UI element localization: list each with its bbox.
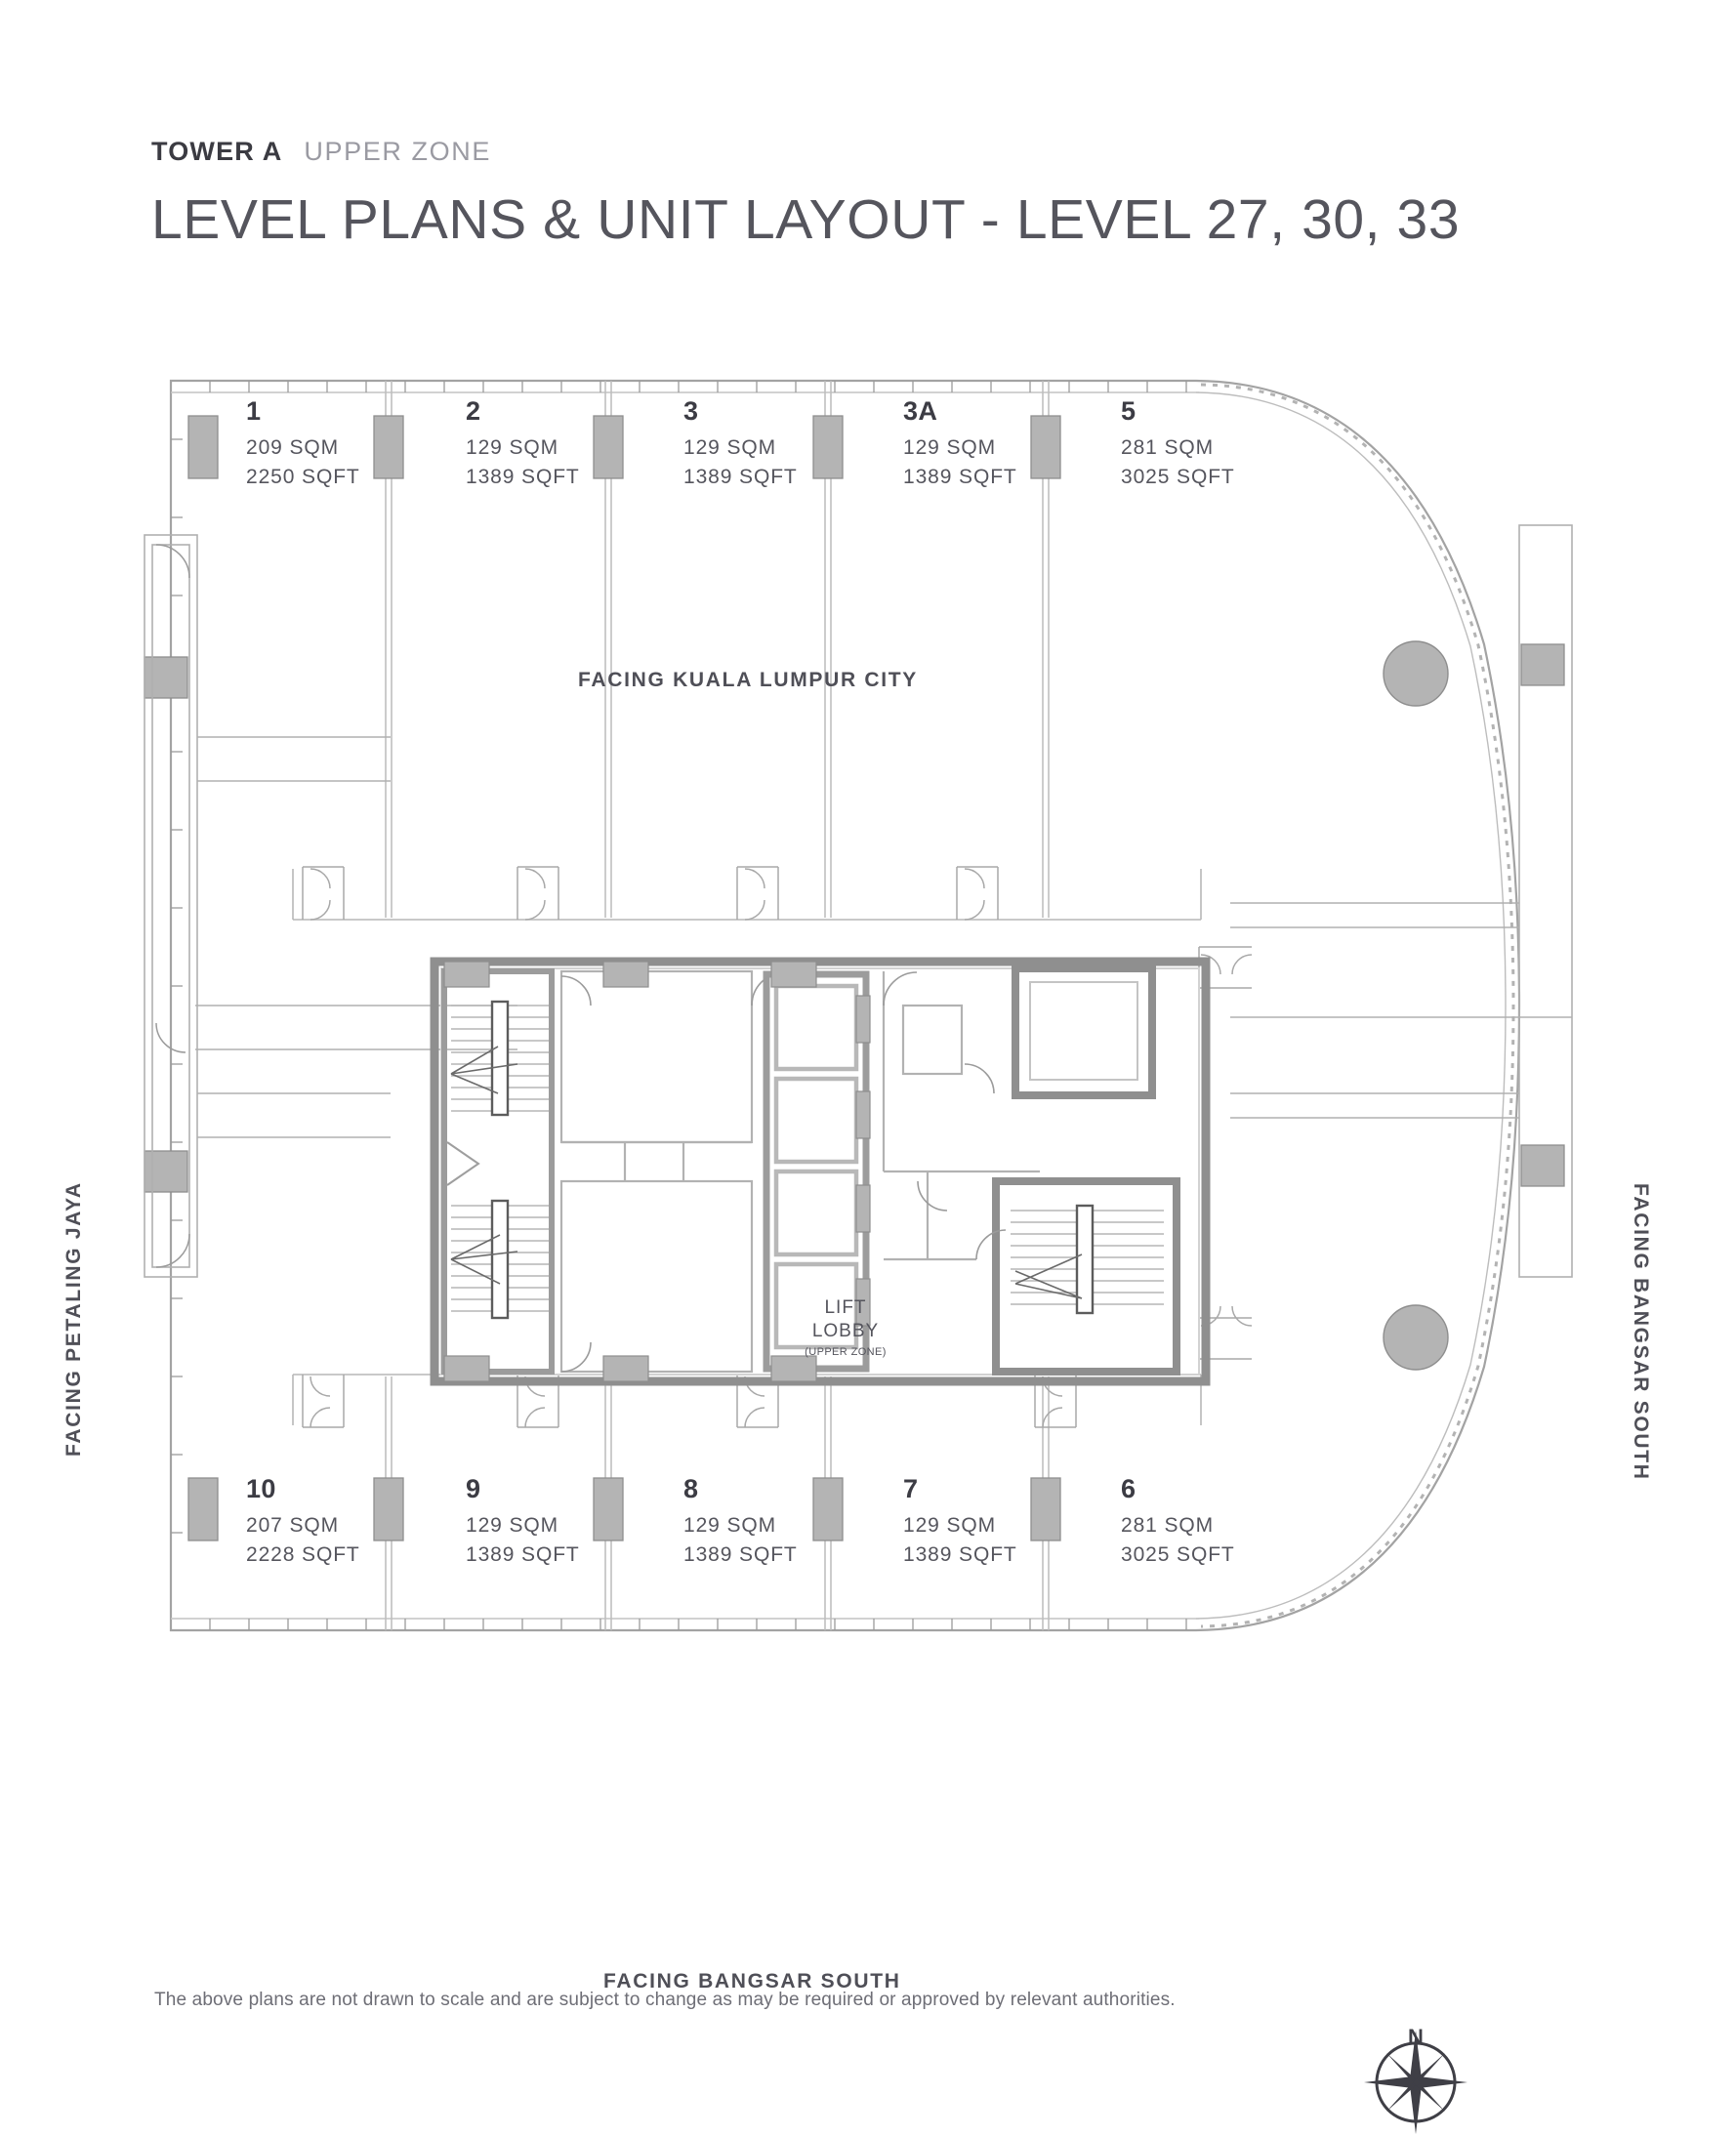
south-glazing-ticks — [209, 1619, 1187, 1630]
unit-label-3A: 3A 129 SQM 1389 SQFT — [903, 398, 1017, 492]
unit-label-3: 3 129 SQM 1389 SQFT — [683, 398, 798, 492]
unit-party-walls-north — [385, 381, 1050, 918]
core-outer-wall — [430, 957, 1211, 1386]
unit-code: 10 — [246, 1474, 276, 1503]
unit-entrance-doors-north — [302, 866, 1253, 989]
zone-label: UPPER ZONE — [304, 137, 491, 166]
unit-label-5: 5 281 SQM 3025 SQFT — [1121, 398, 1235, 492]
unit-area-sqm: 281 SQM — [1121, 436, 1215, 459]
unit-label-1: 1 209 SQM 2250 SQFT — [246, 398, 360, 492]
round-column-ne — [1383, 640, 1449, 707]
stair-direction-arrow-sw — [450, 1234, 518, 1285]
unit-area-sqm: 129 SQM — [466, 436, 559, 459]
direction-label-west: FACING PETALING JAYA — [62, 1181, 85, 1457]
compass-rose-icon — [1364, 2031, 1467, 2134]
unit-area-sqm: 129 SQM — [903, 1514, 997, 1537]
stair-core-wall-sw — [490, 1199, 510, 1320]
floor-plan-container: FACING KUALA LUMPUR CITY FACING BANGSAR … — [0, 322, 1736, 2134]
unit-area-sqft: 1389 SQFT — [903, 465, 1017, 488]
unit-code: 3A — [903, 396, 938, 426]
unit-area-sqft: 2228 SQFT — [246, 1542, 360, 1566]
round-column-se — [1383, 1304, 1449, 1371]
core-ahu-room — [1012, 965, 1156, 1099]
stair-direction-arrow-nw — [450, 1046, 518, 1094]
unit-code: 7 — [903, 1474, 919, 1503]
stair-core-wall-e — [1075, 1204, 1095, 1315]
north-glazing-ticks — [209, 381, 1187, 392]
page-title: LEVEL PLANS & UNIT LAYOUT - LEVEL 27, 30… — [151, 188, 1461, 251]
tower-label: TOWER A — [151, 137, 283, 166]
unit-area-sqm: 129 SQM — [466, 1514, 559, 1537]
unit-label-2: 2 129 SQM 1389 SQFT — [466, 398, 580, 492]
unit-code: 8 — [683, 1474, 699, 1503]
unit-code: 2 — [466, 396, 481, 426]
unit-area-sqft: 3025 SQFT — [1121, 1542, 1235, 1566]
unit-area-sqft: 1389 SQFT — [683, 465, 798, 488]
core-wall-jambs — [443, 961, 817, 1382]
page-header: TOWER A UPPER ZONE LEVEL PLANS & UNIT LA… — [151, 137, 1616, 252]
unit-code: 3 — [683, 396, 699, 426]
west-door-swings — [155, 544, 190, 1268]
unit-label-7: 7 129 SQM 1389 SQFT — [903, 1476, 1017, 1570]
unit-area-sqft: 1389 SQFT — [466, 1542, 580, 1566]
unit-code: 9 — [466, 1474, 481, 1503]
unit-area-sqm: 129 SQM — [683, 436, 777, 459]
unit-code: 1 — [246, 396, 262, 426]
unit-area-sqm: 129 SQM — [683, 1514, 777, 1537]
unit-area-sqft: 1389 SQFT — [903, 1542, 1017, 1566]
direction-label-east: FACING BANGSAR SOUTH — [1630, 1183, 1652, 1481]
direction-label-north: FACING KUALA LUMPUR CITY — [578, 669, 919, 691]
direction-label-south: FACING BANGSAR SOUTH — [603, 1970, 901, 1992]
lift-door-jambs — [855, 995, 871, 1327]
unit-label-10: 10 207 SQM 2228 SQFT — [246, 1476, 360, 1570]
unit-area-sqm: 281 SQM — [1121, 1514, 1215, 1537]
unit-area-sqft: 2250 SQFT — [246, 465, 360, 488]
stair-core-wall-nw — [490, 1000, 510, 1117]
unit-area-sqm: 209 SQM — [246, 436, 340, 459]
header-eyebrow: TOWER A UPPER ZONE — [151, 137, 1616, 174]
unit-area-sqm: 129 SQM — [903, 436, 997, 459]
stair-landing-chevron — [446, 1141, 480, 1186]
west-wing-walls — [144, 534, 391, 1278]
core-service-rooms — [559, 969, 754, 1374]
unit-area-sqft: 3025 SQFT — [1121, 465, 1235, 488]
stair-core-west — [441, 968, 555, 1375]
unit-area-sqft: 1389 SQFT — [466, 465, 580, 488]
disclaimer-text: The above plans are not drawn to scale a… — [154, 1990, 1176, 2010]
facade-inner-line — [1195, 391, 1507, 1620]
stair-direction-arrow-e — [1014, 1253, 1083, 1299]
east-wing-walls — [1230, 524, 1573, 1278]
stair-core-east — [992, 1177, 1180, 1376]
floor-plan-drawing — [144, 379, 1573, 1632]
unit-code: 6 — [1121, 1474, 1137, 1503]
unit-label-9: 9 129 SQM 1389 SQFT — [466, 1476, 580, 1570]
unit-label-8: 8 129 SQM 1389 SQFT — [683, 1476, 798, 1570]
unit-area-sqm: 207 SQM — [246, 1514, 340, 1537]
unit-code: 5 — [1121, 396, 1137, 426]
unit-area-sqft: 1389 SQFT — [683, 1542, 798, 1566]
unit-label-6: 6 281 SQM 3025 SQFT — [1121, 1476, 1235, 1570]
facade-mullions — [1200, 383, 1515, 1628]
